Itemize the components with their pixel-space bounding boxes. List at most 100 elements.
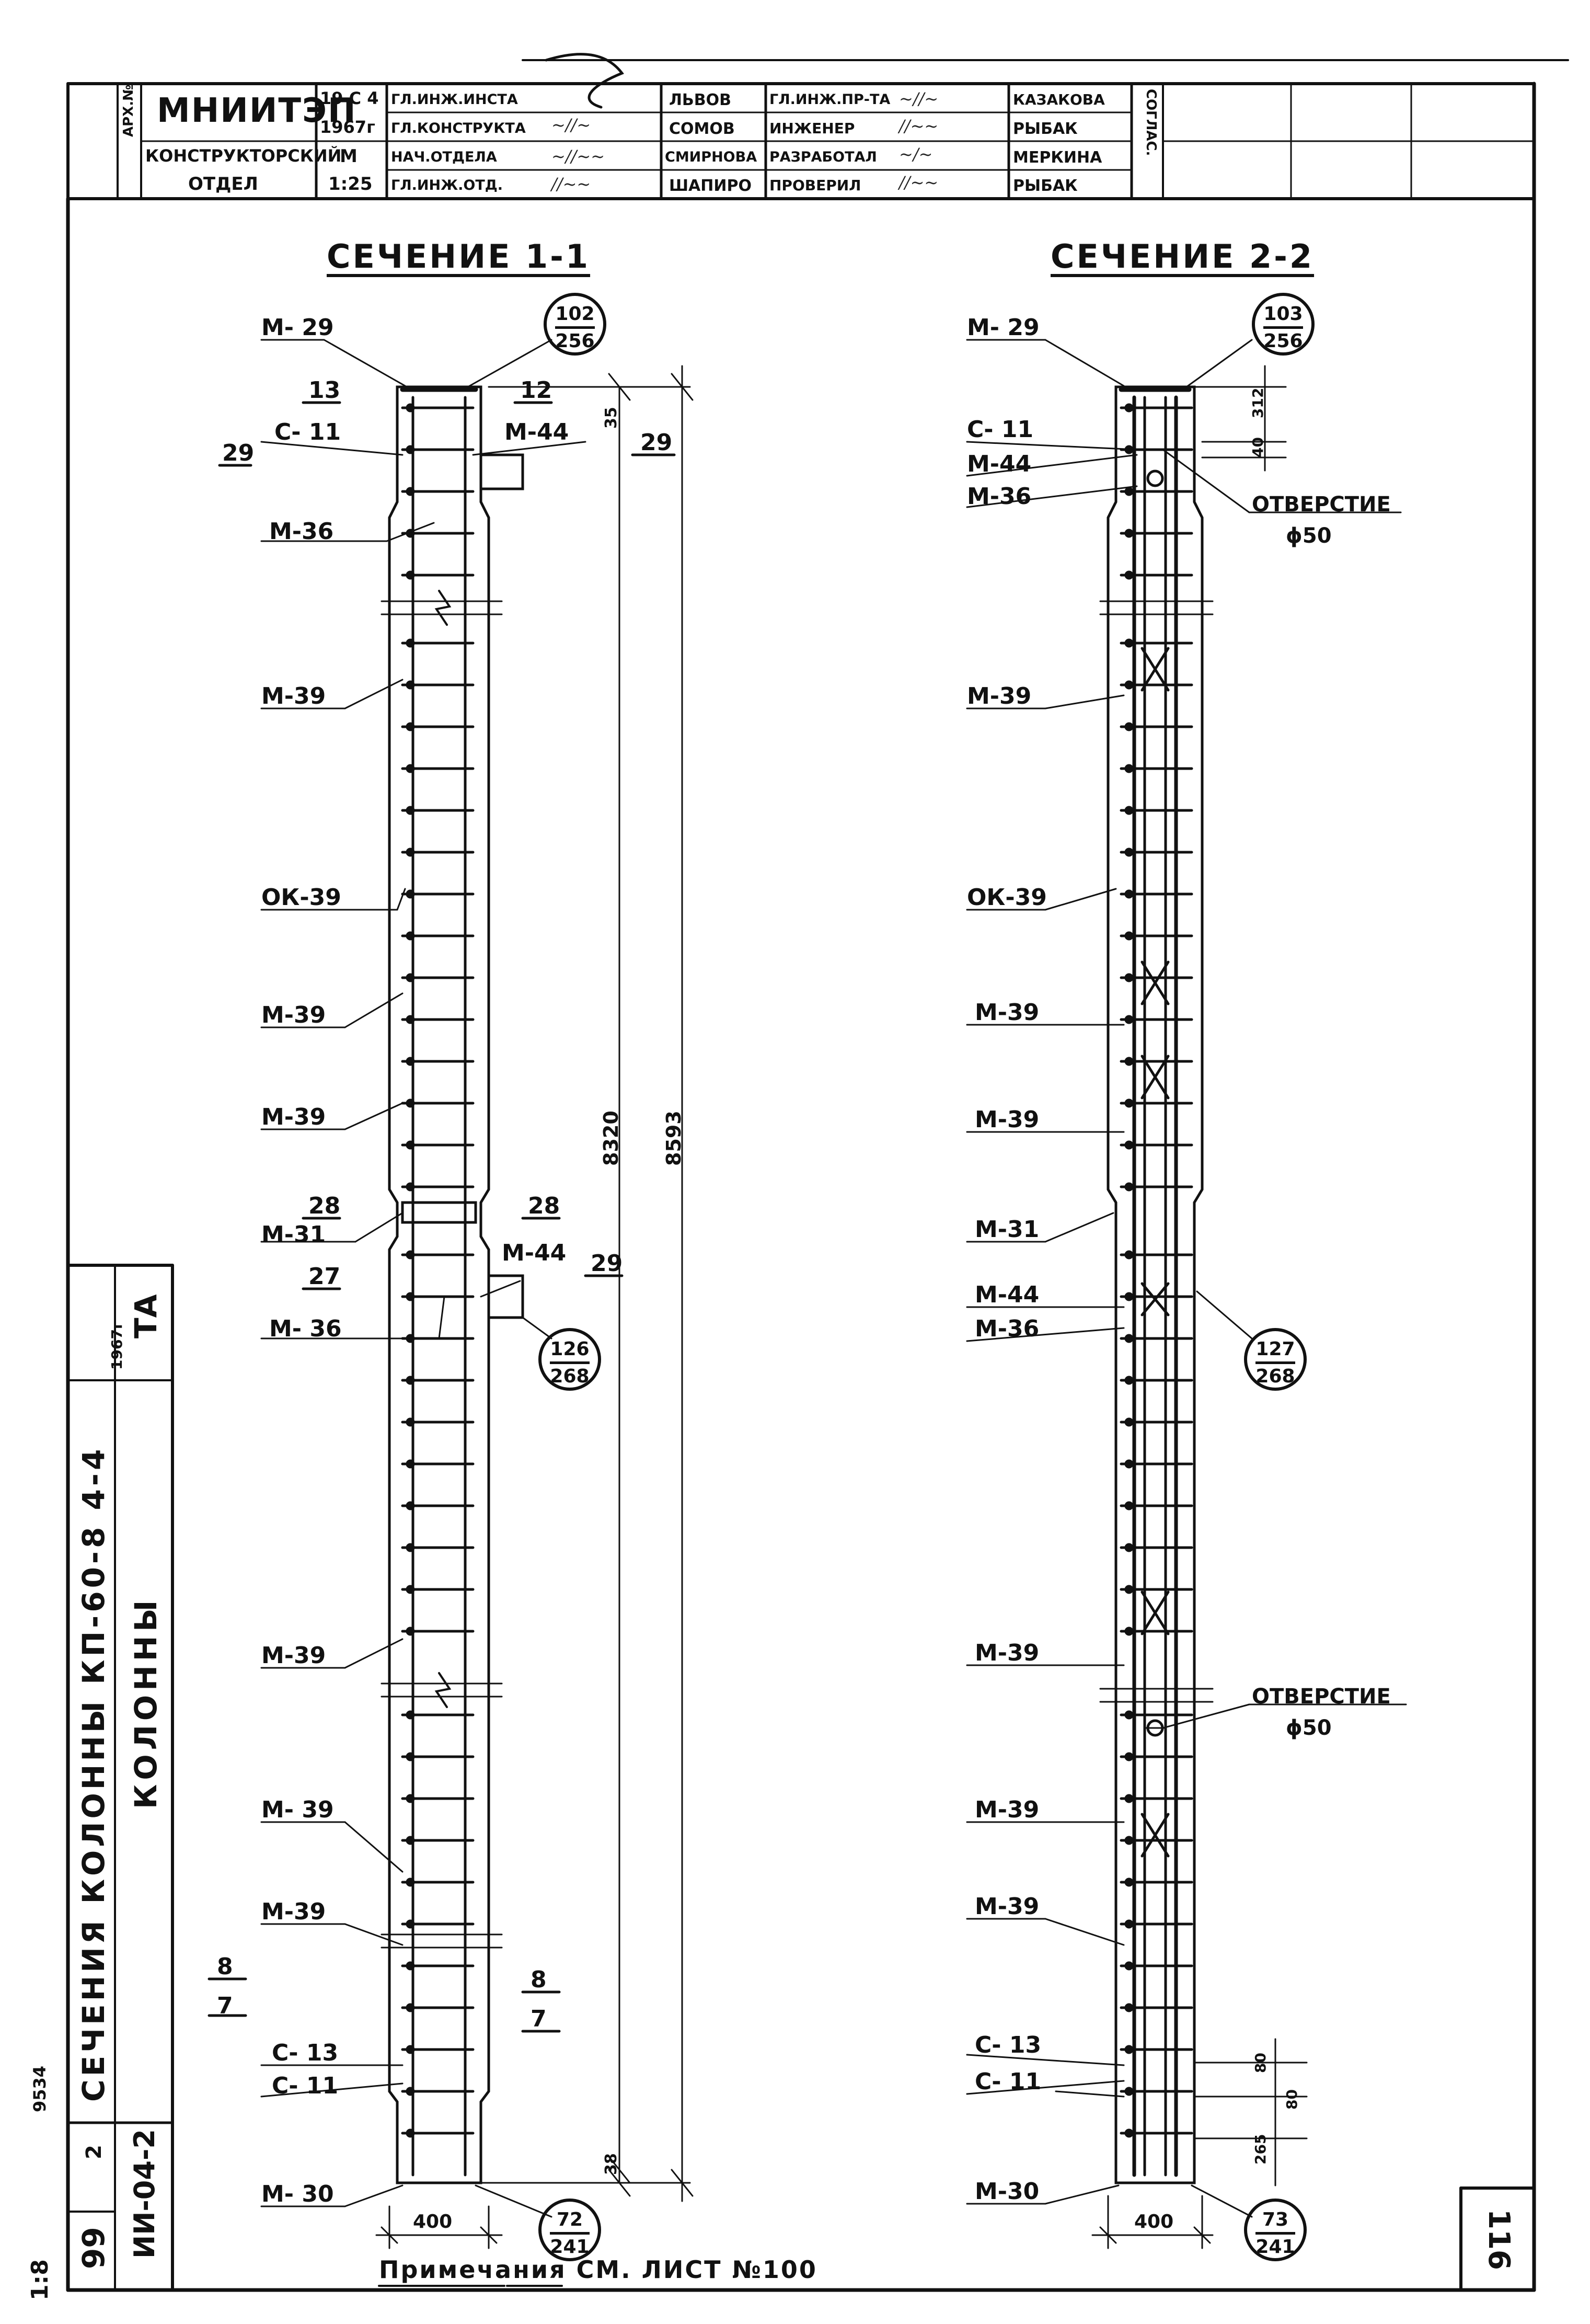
s2-stirrup-dot (1124, 722, 1134, 731)
signature-3: ∕∕~~ (551, 174, 591, 194)
s1-stirrup-dot (406, 764, 415, 773)
s1-stirrup-dot (406, 638, 415, 648)
s1-stirrup-dot (406, 1057, 415, 1066)
role2-1: ГЛ.ИНЖ.ПР-ТА (769, 91, 891, 108)
s1-mark-12: 12 (520, 377, 552, 404)
side-year: 1967г (108, 1321, 125, 1370)
side-ta: ТА (128, 1294, 164, 1338)
s2-callout-top-bar (1263, 326, 1303, 329)
s2-stirrup-dot (1124, 1585, 1134, 1594)
s2-label-m39-6: М-39 (975, 1893, 1040, 1920)
approval-label: СОГЛАС. (1143, 89, 1159, 156)
s1-label-m39-2: М-39 (261, 1002, 326, 1028)
title-year: 1967г (320, 117, 375, 137)
s1-callout-top-num: 102 (555, 303, 595, 325)
signature-6: ~∕~ (899, 144, 933, 164)
s2-stirrup-dot (1124, 1376, 1134, 1385)
s2-label-m39-2: М-39 (975, 999, 1040, 1026)
section-1-title: СЕЧЕНИЕ 1-1 (327, 237, 591, 276)
s1-dim-height-8593: 8593 (662, 1111, 685, 1166)
s2-stirrup-dot (1124, 1961, 1134, 1971)
s1-label-m44-mid: М-44 (502, 1240, 567, 1266)
s1-stirrup-dot (406, 1182, 415, 1192)
s2-callout-bot: 73 241 (1244, 2199, 1307, 2261)
s2-label-m31: М-31 (975, 1216, 1040, 1243)
s2-stirrup-dot (1124, 487, 1134, 496)
s1-mark-7-right: 7 (531, 2006, 547, 2032)
s1-stirrup-dot (406, 1250, 415, 1260)
s1-stirrup-dot (406, 1919, 415, 1929)
name2-1: КАЗАКОВА (1013, 91, 1105, 108)
s2-stirrup-dot (1124, 638, 1134, 648)
s1-stirrup-dot (406, 1543, 415, 1552)
s1-stirrup-dot (406, 445, 415, 454)
s1-label-m36-mid: М- 36 (269, 1315, 342, 1342)
s2-stirrup-dot (1124, 2003, 1134, 2012)
s2-stirrup-dot (1124, 1057, 1134, 1066)
s1-label-m39-1: М-39 (261, 683, 326, 709)
s1-stirrup-dot (406, 722, 415, 731)
s1-callout-top: 102 256 (544, 293, 606, 356)
s1-stirrup-dot (406, 1376, 415, 1385)
s2-label-m39-1: М-39 (967, 683, 1032, 709)
name-4: ШАПИРО (669, 177, 752, 195)
s2-hole-label-top: ОТВЕРСТИЕ (1252, 493, 1391, 517)
s1-callout-bot-den: 241 (550, 2236, 590, 2258)
s2-stirrup-dot (1124, 1836, 1134, 1845)
section-2-title: СЕЧЕНИЕ 2-2 (1051, 237, 1315, 276)
s1-stirrup-dot (406, 1961, 415, 1971)
s1-stirrup-dot (406, 2128, 415, 2138)
s2-stirrup-dot (1124, 1794, 1134, 1803)
s1-stirrup-dot (406, 848, 415, 857)
s2-label-c11-bot: С- 11 (975, 2068, 1042, 2095)
s1-stirrup-dot (406, 889, 415, 899)
s2-label-m39-3: М-39 (975, 1106, 1040, 1133)
s2-stirrup-dot (1124, 2087, 1134, 2096)
s2-stirrup-dot (1124, 1752, 1134, 1761)
s2-label-m44-top: М-44 (967, 451, 1032, 477)
signature-7: ∕∕~~ (899, 173, 939, 192)
s1-label-c11-bot: С- 11 (272, 2073, 339, 2099)
s2-stirrup-dot (1124, 1334, 1134, 1343)
side-inventory: 9534 (30, 2065, 50, 2112)
s2-label-c13: С- 13 (975, 2032, 1042, 2058)
s1-label-c11-top: С- 11 (274, 419, 341, 445)
s1-mark-8-left: 8 (217, 1953, 233, 1980)
s2-label-m39-4: М-39 (975, 1640, 1040, 1666)
s1-stirrup-dot (406, 1710, 415, 1720)
s2-callout-bot-den: 241 (1255, 2236, 1295, 2258)
s1-label-m39-6: М-39 (261, 1898, 326, 1925)
name2-3: МЕРКИНА (1013, 148, 1102, 167)
s1-callout-mid-bar (550, 1361, 590, 1364)
s2-hole-size-top: ϕ50 (1286, 524, 1332, 548)
s2-stirrup-dot (1124, 764, 1134, 773)
side-sheet-title: СЕЧЕНИЯ КОЛОННЫ КП-60-8 4-4 (76, 1446, 111, 2102)
s2-stirrup-dot (1124, 680, 1134, 690)
s2-stirrup-dot (1124, 1710, 1134, 1720)
s1-dim-top: 35 (602, 407, 620, 429)
s2-callout-top: 103 256 (1252, 293, 1315, 356)
s2-dim-312: 312 (1249, 387, 1266, 418)
s1-stirrup-dot (406, 1140, 415, 1150)
side-scale-note: 1:8 (27, 2259, 53, 2300)
s2-stirrup-dot (1124, 1140, 1134, 1150)
s2-hole-label-bot: ОТВЕРСТИЕ (1252, 1685, 1391, 1709)
s1-label-m31: М-31 (261, 1221, 326, 1248)
side-series: ИИ-04-2 (128, 2129, 161, 2259)
s1-mark-29-right: 29 (640, 429, 673, 456)
s2-hole-size-bot: ϕ50 (1286, 1716, 1332, 1740)
s2-label-ok39: ОК-39 (967, 884, 1047, 911)
s2-label-m36-top: М-36 (967, 483, 1032, 510)
sheet-number: 116 (1482, 2209, 1516, 2270)
s1-label-c13: С- 13 (272, 2040, 339, 2066)
s1-callout-bot-num: 72 (556, 2209, 583, 2230)
s1-stirrup-dot (406, 2003, 415, 2012)
s1-stirrup-dot (406, 680, 415, 690)
s1-label-ok39: ОК-39 (261, 884, 341, 911)
s1-stirrup-dot (406, 1877, 415, 1887)
s2-callout-top-den: 256 (1263, 330, 1303, 352)
s1-stirrup-dot (406, 1752, 415, 1761)
s1-mark-29-mid: 29 (591, 1250, 623, 1277)
s2-label-m36-mid: М-36 (975, 1315, 1040, 1342)
